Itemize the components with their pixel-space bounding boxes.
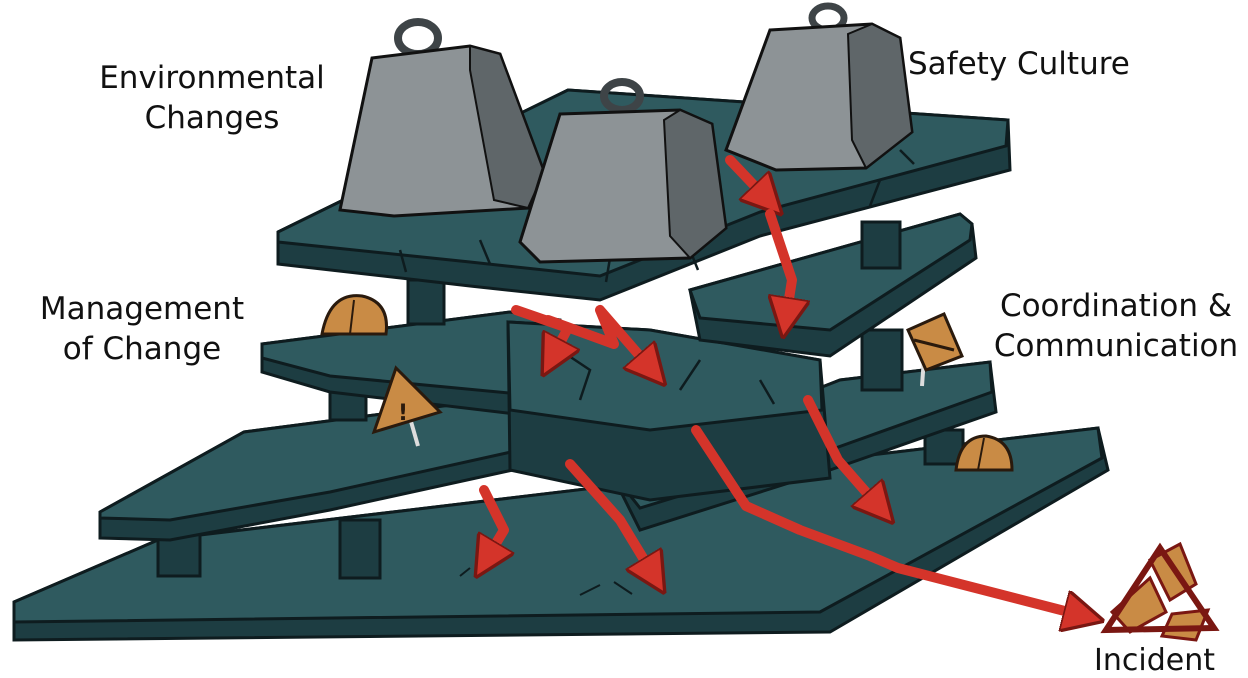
label-line: Management (36, 289, 248, 329)
label-environmental-changes: Environmental Changes (92, 58, 332, 138)
weight-icon (340, 22, 544, 216)
hard-hat-icon (322, 296, 387, 334)
label-incident: Incident (1094, 644, 1215, 678)
svg-text:!: ! (398, 401, 408, 426)
incident-triangle-icon (1106, 544, 1214, 640)
label-line: Communication (990, 326, 1242, 366)
label-coordination-communication: Coordination & Communication (990, 286, 1242, 366)
label-safety-culture: Safety Culture (908, 44, 1130, 84)
label-management-of-change: Management of Change (36, 289, 248, 369)
label-line: of Change (36, 329, 248, 369)
label-line: Environmental (92, 58, 332, 98)
label-line: Coordination & (990, 286, 1242, 326)
weight-icon (726, 6, 912, 170)
label-line: Changes (92, 98, 332, 138)
